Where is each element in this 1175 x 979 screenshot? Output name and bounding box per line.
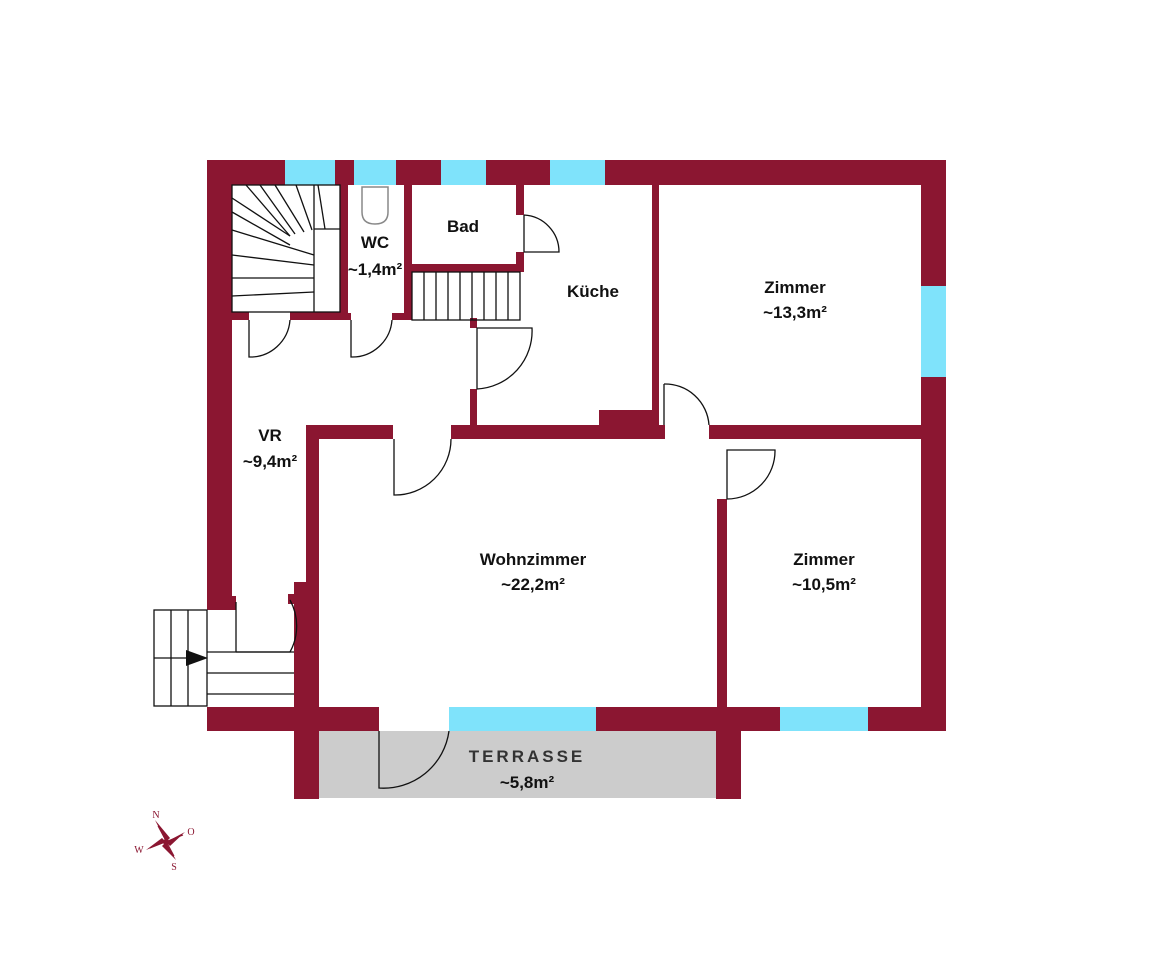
wall-entry-stub <box>228 596 236 610</box>
room-label-wohnzimmer: Wohnzimmer <box>480 550 587 569</box>
wall-wc-south-b <box>392 313 412 320</box>
room-area-zimmer-sued: ~10,5m² <box>792 575 856 594</box>
door-room-south <box>726 449 776 500</box>
room-label-zimmer-nord: Zimmer <box>764 278 826 297</box>
window-living-south <box>449 707 596 731</box>
wall-stair-south-a <box>232 312 249 320</box>
room-label-terrasse: TERRASSE <box>469 747 586 766</box>
compass-s: S <box>171 862 177 873</box>
wall-bad-south <box>404 264 524 272</box>
wall-living-north-c <box>709 425 946 439</box>
door-living <box>393 438 452 496</box>
door-entrance <box>235 599 298 653</box>
terrace-area <box>318 731 717 798</box>
toilet-icon <box>361 186 389 225</box>
compass-o: O <box>187 827 194 838</box>
wall-south-west <box>207 707 379 731</box>
wall-living-room <box>717 499 727 707</box>
wall-bad-east-low <box>516 252 524 272</box>
room-label-bad: Bad <box>447 217 479 236</box>
wall-kitchen-stub <box>599 410 659 439</box>
door-kitchen <box>476 327 533 390</box>
door-terrace <box>378 730 450 789</box>
window-room-south <box>780 707 868 731</box>
wall-east <box>921 160 946 731</box>
window-stair <box>285 160 335 185</box>
wall-kitchen-stub-a <box>470 318 477 328</box>
compass-n: N <box>152 810 159 821</box>
wall-bad-west <box>404 185 412 320</box>
wall-living-room-top <box>717 425 727 437</box>
room-label-wc: WC <box>361 233 389 252</box>
window-wc <box>354 160 396 185</box>
room-area-wohnzimmer: ~22,2m² <box>501 575 565 594</box>
wall-entry-stub-b <box>288 594 296 604</box>
door-stair <box>248 319 291 358</box>
wall-stair-south-b <box>290 312 348 320</box>
kitchen-steps <box>411 271 521 321</box>
compass-w: W <box>134 845 144 856</box>
room-label-vr: VR <box>258 426 282 445</box>
room-area-vr: ~9,4m² <box>243 452 298 471</box>
wall-terrace-east <box>716 707 741 799</box>
room-area-wc: ~1,4m² <box>348 260 403 279</box>
wall-living-north-a <box>306 425 393 439</box>
room-area-terrasse: ~5,8m² <box>500 773 555 792</box>
wall-kitchen-stub-b <box>470 389 477 425</box>
wall-west-upper <box>207 160 232 610</box>
wall-terrace-west <box>294 707 319 799</box>
compass-rose-icon: N O S W <box>134 810 194 873</box>
wall-kitchen-room <box>652 185 659 425</box>
room-area-zimmer-nord: ~13,3m² <box>763 303 827 322</box>
entrance-arrow-icon <box>186 650 208 666</box>
door-wc <box>350 319 393 358</box>
wall-bad-east <box>516 185 524 215</box>
wall-entry-pillar <box>294 582 319 707</box>
window-bad <box>441 160 486 185</box>
windows <box>285 160 946 731</box>
door-room-north <box>663 383 710 426</box>
door-bad <box>523 214 560 253</box>
window-kitchen <box>550 160 605 185</box>
wall-wc-west <box>340 185 348 320</box>
room-label-kueche: Küche <box>567 282 619 301</box>
room-label-zimmer-sued: Zimmer <box>793 550 855 569</box>
interior-staircase <box>231 184 341 313</box>
walls <box>207 160 946 799</box>
window-room-east <box>921 286 946 377</box>
